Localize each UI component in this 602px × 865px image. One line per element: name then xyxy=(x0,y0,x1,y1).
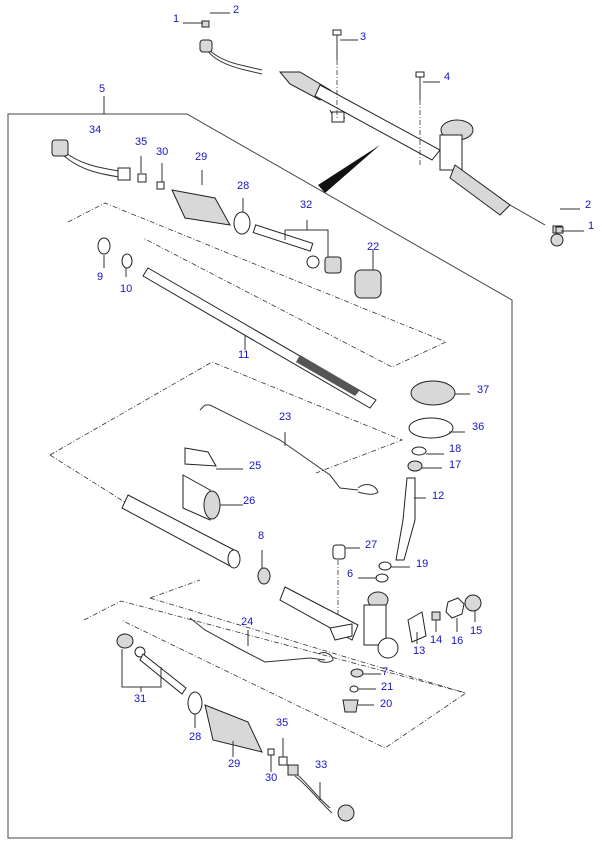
group-outline-valve xyxy=(149,579,466,694)
outer-parts-row xyxy=(51,139,382,299)
clip-30-lower xyxy=(267,748,275,756)
o-ring-9 xyxy=(97,237,111,255)
callout-36: 36 xyxy=(472,421,484,433)
bolt-3 xyxy=(332,29,342,36)
band-28-lower xyxy=(187,691,203,715)
callout-22: 22 xyxy=(367,241,379,253)
callout-27: 27 xyxy=(365,539,377,551)
callout-labels: 1 2 3 4 2 1 5 34 35 30 29 28 32 22 9 10 … xyxy=(89,4,594,784)
seal-18 xyxy=(411,446,427,456)
inner-ball-joint-31 xyxy=(116,633,134,649)
bearing-17 xyxy=(407,460,423,472)
nut-35-lower xyxy=(278,756,288,766)
callout-2: 2 xyxy=(233,4,239,16)
bellows-right-top xyxy=(449,164,511,216)
callout-16: 16 xyxy=(451,635,463,647)
boot-29 xyxy=(171,189,231,226)
ring-21 xyxy=(349,685,359,693)
callout-29: 29 xyxy=(228,758,240,770)
callout-1: 1 xyxy=(173,13,179,25)
assembled-gear-box xyxy=(199,20,564,247)
callout-29: 29 xyxy=(195,151,207,163)
ring-19 xyxy=(378,561,392,571)
callout-10: 10 xyxy=(120,283,132,295)
nut-1-top xyxy=(201,20,210,28)
pipe-24 xyxy=(189,617,326,663)
callout-6: 6 xyxy=(347,568,353,580)
band-28 xyxy=(233,211,251,235)
callout-19: 19 xyxy=(416,558,428,570)
callout-8: 8 xyxy=(258,530,264,542)
callout-4: 4 xyxy=(444,71,450,83)
callout-18: 18 xyxy=(449,443,461,455)
cylinder-tube xyxy=(121,494,239,567)
callout-9: 9 xyxy=(97,271,103,283)
plug-27 xyxy=(332,544,346,560)
callout-32: 32 xyxy=(300,199,312,211)
callout-35: 35 xyxy=(135,136,147,148)
nut-1-right xyxy=(555,226,564,234)
seal-7 xyxy=(350,668,364,678)
clip-30 xyxy=(156,181,165,190)
callout-3: 3 xyxy=(360,31,366,43)
callout-37: 37 xyxy=(477,384,489,396)
kit-frame xyxy=(7,113,513,839)
plug-15 xyxy=(464,594,482,612)
o-ring-10 xyxy=(121,253,133,269)
callout-12: 12 xyxy=(432,490,444,502)
callout-1: 1 xyxy=(588,220,594,232)
callout-24: 24 xyxy=(241,616,253,628)
callout-15: 15 xyxy=(470,625,482,637)
rack-housing-top xyxy=(314,84,441,161)
bracket-25 xyxy=(184,447,217,467)
callout-14: 14 xyxy=(430,634,442,646)
seal-6 xyxy=(375,573,389,583)
callout-35: 35 xyxy=(276,717,288,729)
callout-34: 34 xyxy=(89,124,101,136)
nut-35 xyxy=(137,173,147,183)
callout-17: 17 xyxy=(449,459,461,471)
lock-nut-16 xyxy=(445,597,465,619)
pinion-12 xyxy=(395,477,416,561)
callout-26: 26 xyxy=(243,495,255,507)
callout-21: 21 xyxy=(381,681,393,693)
inner-ball-joint-32 xyxy=(252,224,314,252)
callout-20: 20 xyxy=(380,698,392,710)
callout-28: 28 xyxy=(189,731,201,743)
bolt-4 xyxy=(415,71,425,78)
callout-28: 28 xyxy=(237,180,249,192)
bush-26 xyxy=(203,490,221,520)
callout-23: 23 xyxy=(279,411,291,423)
callout-31: 31 xyxy=(134,693,146,705)
callout-30: 30 xyxy=(156,146,168,158)
seal-20 xyxy=(342,699,359,713)
boot-29-lower xyxy=(204,704,263,753)
group-outline-rack xyxy=(67,202,448,368)
callout-25: 25 xyxy=(249,460,261,472)
yoke-plug-37 xyxy=(410,380,456,406)
group-outline-inner-joint xyxy=(83,600,467,749)
cap-13 xyxy=(407,611,427,643)
pipe-23 xyxy=(199,404,359,491)
nut-14 xyxy=(431,611,441,621)
seal-8 xyxy=(257,567,271,585)
callout-30: 30 xyxy=(265,772,277,784)
callout-2: 2 xyxy=(585,199,591,211)
bush-22 xyxy=(354,269,382,299)
callout-33: 33 xyxy=(315,759,327,771)
callout-13: 13 xyxy=(413,645,425,657)
callout-11: 11 xyxy=(238,349,249,361)
tie-rod-end-33 xyxy=(291,769,331,809)
callout-5: 5 xyxy=(99,83,105,95)
cover-36 xyxy=(408,417,454,439)
explode-arrow xyxy=(318,145,380,193)
tie-rod-end-right-top xyxy=(550,233,564,247)
callout-7: 7 xyxy=(382,666,388,678)
tie-rod-end-left-top xyxy=(199,39,213,53)
